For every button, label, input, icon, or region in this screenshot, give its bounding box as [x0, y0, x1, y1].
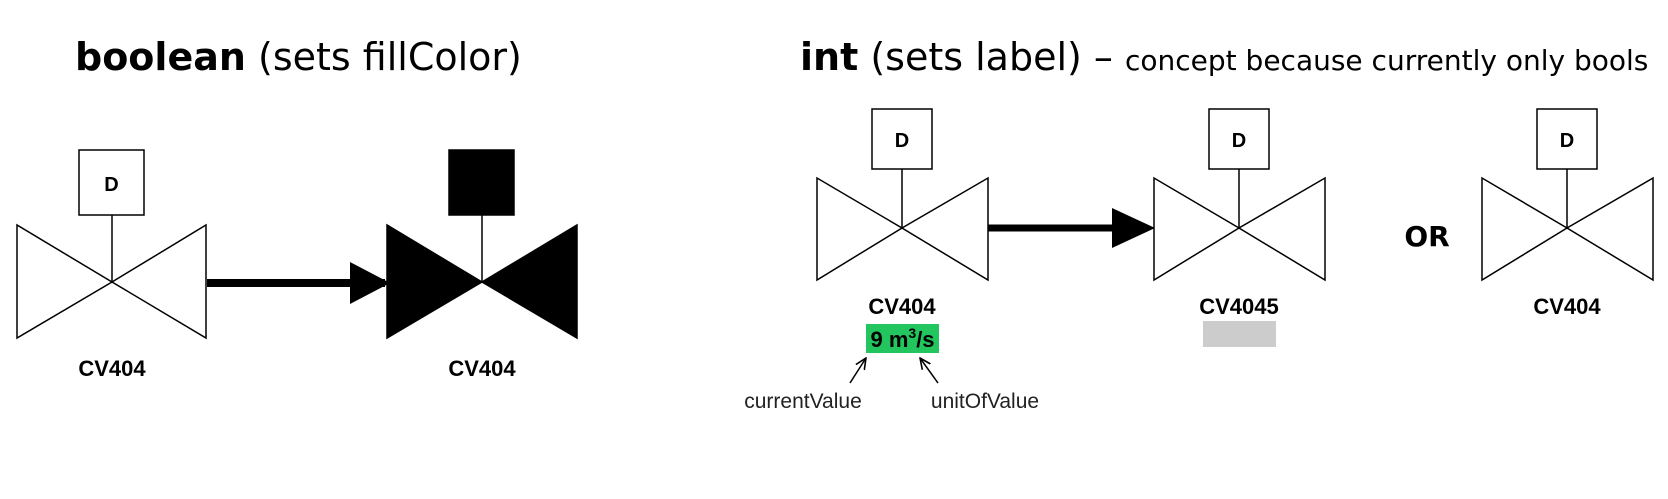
or-label: OR: [1404, 220, 1449, 253]
boolean-title-bold: boolean: [75, 35, 246, 79]
int-valve-before-tag: CV404: [868, 294, 936, 319]
int-valve-alt: D CV404: [1481, 108, 1654, 319]
boolean-valve-before: D CV404: [16, 149, 207, 381]
int-valve-alt-badge: D: [1560, 130, 1574, 152]
int-valve-after-badge: D: [1232, 130, 1246, 152]
boolean-valve-before-badge: D: [104, 174, 118, 196]
int-panel-title: int (sets label) – concept because curre…: [800, 35, 1648, 79]
int-value-number: 9: [870, 327, 882, 352]
int-valve-after-left-triangle: [1153, 176, 1241, 282]
int-valve-before-left-triangle: [816, 176, 904, 282]
int-valve-after-right-triangle: [1237, 176, 1326, 282]
boolean-valve-before-tag: CV404: [78, 356, 146, 381]
int-valve-alt-right-triangle: [1565, 176, 1654, 282]
int-title-bold: int: [800, 35, 858, 79]
boolean-valve-after-left-triangle: [386, 223, 484, 340]
int-panel: int (sets label) – concept because curre…: [744, 35, 1654, 413]
boolean-valve-before-left-triangle: [16, 223, 114, 340]
int-transition-arrowhead: [1112, 208, 1155, 248]
unit-of-value-annotation: unitOfValue: [931, 390, 1039, 413]
int-valve-alt-left-triangle: [1481, 176, 1569, 282]
boolean-title-rest: (sets fillColor): [246, 35, 522, 79]
int-valve-after-actuator: [1208, 108, 1270, 170]
boolean-valve-after-tag: CV404: [448, 356, 516, 381]
int-value-badge: 9 m3/s: [870, 325, 934, 352]
int-value-unit-base: m: [889, 327, 909, 352]
boolean-valve-after: CV404: [386, 149, 578, 381]
int-valve-before-actuator: [871, 108, 933, 170]
current-value-pointer-arrow: [849, 358, 866, 384]
int-valve-before: D CV404 9 m3/s currentValue unitOfValue: [744, 108, 1039, 413]
boolean-panel: boolean (sets fillColor) D CV404 CV404: [16, 35, 578, 381]
int-value-unit-tail: /s: [916, 327, 934, 352]
boolean-panel-title: boolean (sets fillColor): [75, 35, 522, 79]
int-value-unit-exp: 3: [908, 325, 916, 341]
int-title-rest: (sets label) –: [858, 35, 1125, 79]
int-valve-after: D CV4045: [1153, 108, 1326, 347]
int-valve-after-tag: CV4045: [1199, 294, 1279, 319]
unit-of-value-pointer-arrow: [920, 358, 939, 384]
int-valve-before-right-triangle: [900, 176, 989, 282]
int-title-note: concept because currently only bools: [1125, 44, 1648, 77]
int-valve-before-badge: D: [895, 130, 909, 152]
int-value-badge-bg: [866, 324, 939, 353]
current-value-annotation: currentValue: [744, 390, 862, 413]
int-valve-alt-tag: CV404: [1533, 294, 1601, 319]
boolean-valve-after-right-triangle: [480, 223, 578, 340]
boolean-valve-after-actuator: [448, 149, 515, 216]
boolean-valve-before-actuator: [78, 149, 145, 216]
boolean-valve-before-right-triangle: [110, 223, 207, 340]
boolean-transition-arrowhead: [350, 262, 390, 304]
int-value-placeholder: [1203, 321, 1276, 347]
